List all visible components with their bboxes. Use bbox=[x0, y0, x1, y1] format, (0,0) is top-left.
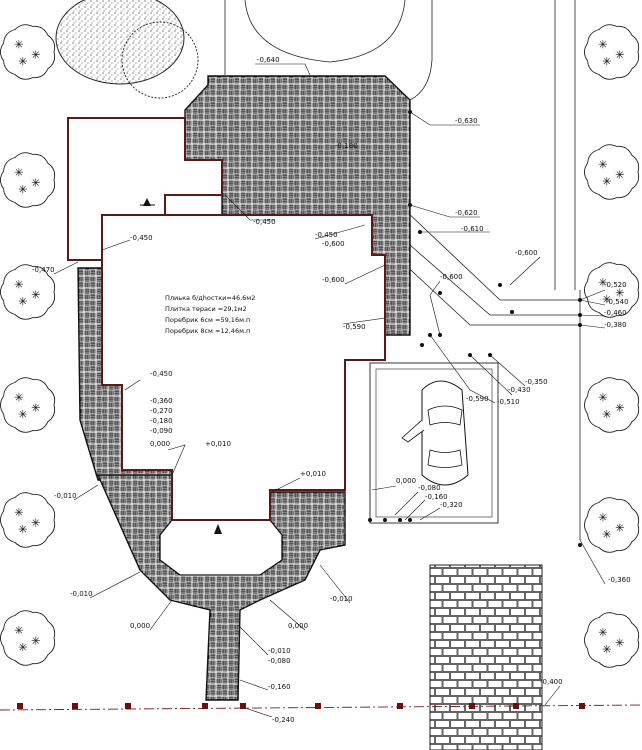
elev-0320: -0,320 bbox=[440, 501, 463, 509]
elev-0180-stair: -0,180 bbox=[150, 417, 173, 425]
shrub-large bbox=[55, 0, 185, 85]
elev-0010-left: -0,010 bbox=[54, 492, 77, 500]
elev-0600-mid: -0,600 bbox=[440, 273, 463, 281]
boundary-marker bbox=[125, 703, 131, 709]
elev-0600-road: -0,600 bbox=[515, 249, 538, 257]
elev-0180-terrace: -0,180 bbox=[335, 142, 358, 150]
elev-0460: -0,460 bbox=[604, 309, 627, 317]
elev-0450-center: -0,450 bbox=[315, 231, 338, 239]
carport bbox=[369, 362, 499, 524]
area-summary: Плиька б/дhостки=46,6м2 Плитка тераси =2… bbox=[165, 294, 255, 335]
boundary-marker bbox=[469, 703, 475, 709]
elev-0450-top: -0,450 bbox=[253, 218, 276, 226]
tree-icon bbox=[0, 492, 56, 548]
elevation-labels: -0,640 -0,630 -0,620 -0,610 -0,450 -0,60… bbox=[32, 56, 631, 724]
survey-point bbox=[438, 291, 442, 295]
elev-0610: -0,610 bbox=[461, 225, 484, 233]
boundary-marker bbox=[513, 703, 519, 709]
shrub-small bbox=[121, 21, 199, 99]
elev-0010-path: -0,010 bbox=[268, 647, 291, 655]
road-edges bbox=[224, 0, 581, 540]
survey-point bbox=[420, 343, 424, 347]
boundary-marker bbox=[315, 703, 321, 709]
elev-0000-bottom: 0,000 bbox=[130, 622, 150, 630]
tree-icon bbox=[0, 152, 56, 208]
trees-right bbox=[584, 24, 640, 668]
shrub-group-top-left bbox=[55, 0, 199, 99]
tree-icon bbox=[584, 377, 640, 433]
survey-point bbox=[510, 310, 514, 314]
summary-line-1: Плиька б/дhостки=46,6м2 bbox=[165, 294, 255, 302]
elev-0000-carport: 0,000 bbox=[396, 477, 416, 485]
elev-0080-carport: -0,080 bbox=[418, 484, 441, 492]
summary-line-2: Плитка тераси =29,1м2 bbox=[165, 305, 247, 313]
elev-0590-carport: -0,590 bbox=[466, 395, 489, 403]
terrace-paving bbox=[77, 75, 411, 701]
elev-0630: -0,630 bbox=[455, 117, 478, 125]
elev-0010-bottom-right: -0,010 bbox=[330, 595, 353, 603]
elev-0520: -0,520 bbox=[604, 281, 627, 289]
elev-0620: -0,620 bbox=[455, 209, 478, 217]
survey-point bbox=[498, 283, 502, 287]
elev-0240: -0,240 bbox=[272, 716, 295, 724]
tree-icon bbox=[584, 497, 640, 553]
elev-0010-bottom-left: -0,010 bbox=[70, 590, 93, 598]
tree-icon bbox=[584, 612, 640, 668]
elev-0450-left: -0,450 bbox=[130, 234, 153, 242]
elev-0600-right: -0,600 bbox=[322, 276, 345, 284]
leader-lines bbox=[53, 63, 606, 718]
tree-icon bbox=[0, 264, 56, 320]
elev-0360-right: -0,360 bbox=[608, 576, 631, 584]
elev-0000-stair: 0,000 bbox=[150, 440, 170, 448]
elev-0090: -0,090 bbox=[150, 427, 173, 435]
boundary-marker bbox=[397, 703, 403, 709]
elev-p010-right: +0,010 bbox=[300, 470, 326, 478]
property-boundary bbox=[0, 703, 642, 711]
elev-0360-stair: -0,360 bbox=[150, 397, 173, 405]
elev-p010-left: +0,010 bbox=[205, 440, 231, 448]
boundary-marker bbox=[579, 703, 585, 709]
elev-0450-stair: -0,450 bbox=[150, 370, 173, 378]
elev-0160-path: -0,160 bbox=[268, 683, 291, 691]
elev-0640: -0,640 bbox=[257, 56, 280, 64]
elev-0590-house: -0,590 bbox=[343, 323, 366, 331]
boundary-marker bbox=[72, 703, 78, 709]
survey-point bbox=[408, 518, 412, 522]
elev-0380: -0,380 bbox=[604, 321, 627, 329]
boundary-marker bbox=[240, 703, 246, 709]
elev-0510: -0,510 bbox=[497, 398, 520, 406]
elev-0600-center: -0,600 bbox=[322, 240, 345, 248]
survey-point bbox=[383, 518, 387, 522]
entrance-arrow-top bbox=[143, 198, 151, 206]
tree-icon bbox=[584, 24, 640, 80]
tree-icon bbox=[0, 24, 56, 80]
elev-0080-path: -0,080 bbox=[268, 657, 291, 665]
elev-0000-right: 0,000 bbox=[288, 622, 308, 630]
terrace-cutout bbox=[159, 519, 283, 576]
elev-0270: -0,270 bbox=[150, 407, 173, 415]
summary-line-4: Поребрик 8см =12,46м.п bbox=[165, 327, 250, 335]
car-icon bbox=[401, 380, 469, 486]
tree-icon bbox=[0, 377, 56, 433]
tree-icon bbox=[0, 610, 56, 666]
survey-point bbox=[398, 518, 402, 522]
trees-left bbox=[0, 24, 56, 666]
elev-0540: -0,540 bbox=[606, 298, 629, 306]
entrance-arrow-bottom bbox=[214, 524, 222, 534]
survey-point bbox=[368, 518, 372, 522]
elev-0350: -0,350 bbox=[525, 378, 548, 386]
survey-point bbox=[578, 543, 582, 547]
boundary-marker bbox=[17, 703, 23, 709]
elev-0400: -0,400 bbox=[540, 678, 563, 686]
boundary-marker bbox=[202, 703, 208, 709]
house-outline bbox=[67, 117, 386, 534]
elev-0430: -0,430 bbox=[508, 386, 531, 394]
tree-icon bbox=[584, 144, 640, 200]
elev-0160-carport: -0,160 bbox=[425, 493, 448, 501]
elev-0470: -0,470 bbox=[32, 266, 55, 274]
brick-paving-area bbox=[429, 564, 543, 750]
summary-line-3: Поребрик 6см =59,16м.п bbox=[165, 316, 250, 324]
